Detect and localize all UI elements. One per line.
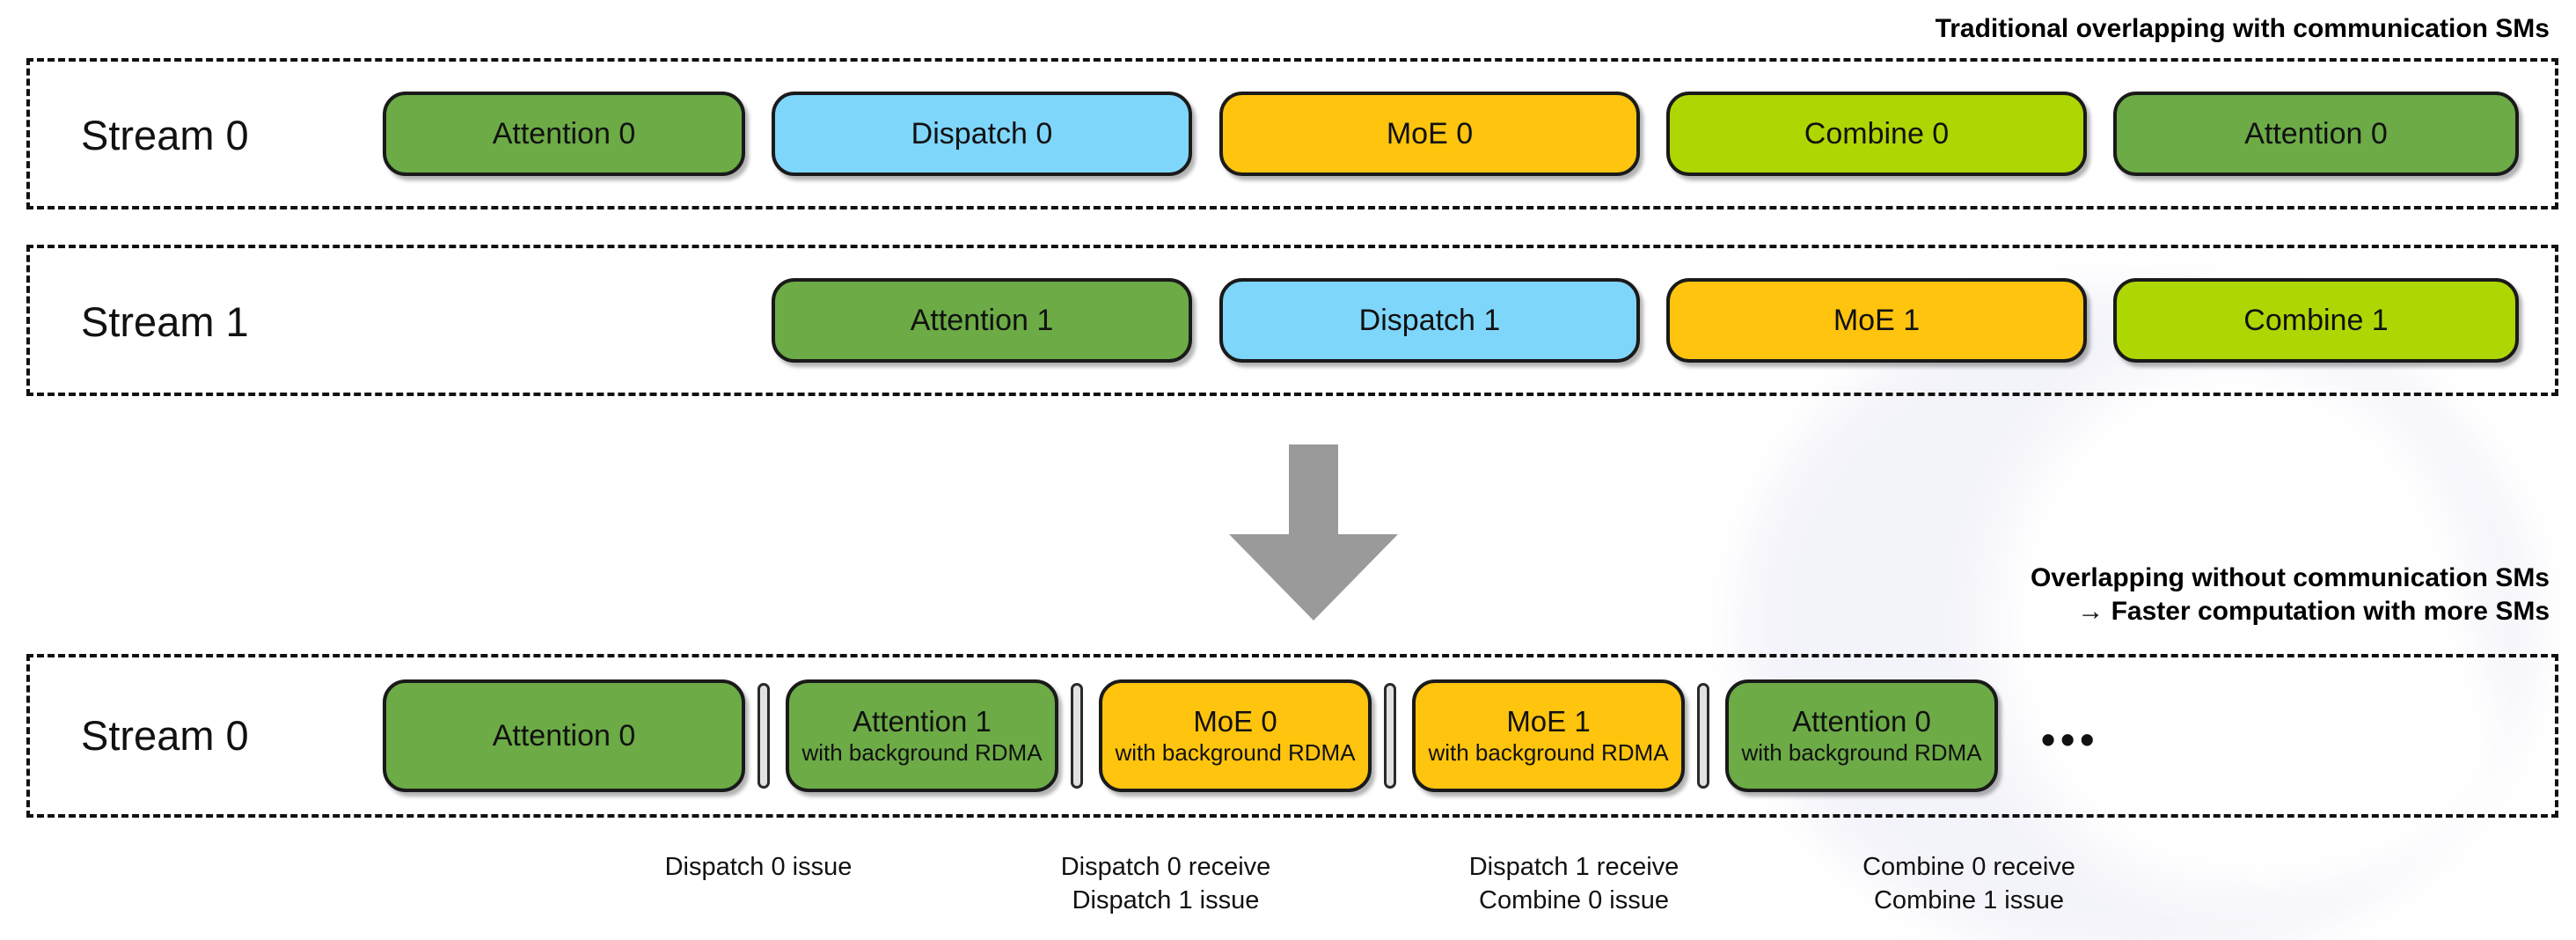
block-title: Combine 1 xyxy=(2243,303,2389,337)
heading-overlapping: Overlapping without communication SMs → … xyxy=(2031,562,2550,629)
block-dispatch-0-s0[interactable]: Dispatch 0 xyxy=(772,92,1192,176)
block-moe-0-s2[interactable]: MoE 0 with background RDMA xyxy=(1099,679,1372,792)
block-subtitle: with background RDMA xyxy=(1741,738,1982,766)
caption-dispatch-0-receive: Dispatch 0 receive Dispatch 1 issue xyxy=(1061,850,1271,918)
down-arrow-icon xyxy=(1226,444,1401,621)
heading-overlapping-line2: → Faster computation with more SMs xyxy=(2077,597,2550,627)
stream-label-2: Stream 0 xyxy=(81,712,249,759)
block-moe-1-s2[interactable]: MoE 1 with background RDMA xyxy=(1412,679,1685,792)
block-attention-0-s2[interactable]: Attention 0 xyxy=(383,679,745,792)
block-title: Combine 0 xyxy=(1804,116,1950,151)
stream-container-2 xyxy=(26,654,2558,818)
block-attention-1-s1[interactable]: Attention 1 xyxy=(772,278,1192,363)
block-title: Attention 0 xyxy=(492,116,636,151)
caption-line2: Dispatch 1 issue xyxy=(1072,886,1260,915)
caption-line2: Combine 1 issue xyxy=(1873,886,2064,915)
block-title: Dispatch 1 xyxy=(1358,303,1501,337)
block-separator-3 xyxy=(1384,683,1396,789)
caption-line1: Dispatch 0 issue xyxy=(664,853,853,881)
block-title: MoE 1 xyxy=(1506,704,1591,738)
block-subtitle: with background RDMA xyxy=(801,738,1043,766)
block-attention-0-s0[interactable]: Attention 0 xyxy=(383,92,745,176)
block-separator-1 xyxy=(757,683,770,789)
stream-label-0: Stream 0 xyxy=(81,112,249,158)
stream-container-0 xyxy=(26,58,2558,209)
stream-label-1: Stream 1 xyxy=(81,298,249,345)
caption-line2: Combine 0 issue xyxy=(1479,886,1669,915)
block-title: Dispatch 0 xyxy=(911,116,1053,151)
block-attention-1-s2[interactable]: Attention 1 with background RDMA xyxy=(786,679,1058,792)
caption-combine-0-receive: Combine 0 receive Combine 1 issue xyxy=(1862,850,2075,918)
block-title: Attention 1 xyxy=(853,704,992,738)
block-moe-1-s1[interactable]: MoE 1 xyxy=(1666,278,2087,363)
block-attention-0b-s0[interactable]: Attention 0 xyxy=(2113,92,2519,176)
block-combine-0-s0[interactable]: Combine 0 xyxy=(1666,92,2087,176)
block-separator-4 xyxy=(1697,683,1709,789)
block-title: Attention 0 xyxy=(1792,704,1931,738)
block-attention-0b-s2[interactable]: Attention 0 with background RDMA xyxy=(1725,679,1998,792)
block-dispatch-1-s1[interactable]: Dispatch 1 xyxy=(1219,278,1640,363)
ellipsis-indicator: ••• xyxy=(2041,716,2100,762)
block-title: MoE 1 xyxy=(1833,303,1921,337)
caption-dispatch-1-receive: Dispatch 1 receive Combine 0 issue xyxy=(1469,850,1680,918)
block-title: Attention 1 xyxy=(910,303,1054,337)
block-subtitle: with background RDMA xyxy=(1428,738,1669,766)
block-combine-1-s1[interactable]: Combine 1 xyxy=(2113,278,2519,363)
heading-overlapping-line1: Overlapping without communication SMs xyxy=(2030,563,2550,592)
heading-traditional: Traditional overlapping with communicati… xyxy=(1935,14,2550,43)
block-moe-0-s0[interactable]: MoE 0 xyxy=(1219,92,1640,176)
caption-line1: Combine 0 receive xyxy=(1862,853,2075,881)
block-subtitle: with background RDMA xyxy=(1115,738,1356,766)
block-title: Attention 0 xyxy=(2244,116,2388,151)
block-title: MoE 0 xyxy=(1193,704,1277,738)
stream-container-1 xyxy=(26,245,2558,396)
block-separator-2 xyxy=(1071,683,1083,789)
block-title: MoE 0 xyxy=(1386,116,1474,151)
caption-line1: Dispatch 1 receive xyxy=(1468,853,1680,881)
caption-line1: Dispatch 0 receive xyxy=(1060,853,1271,881)
caption-dispatch-0-issue: Dispatch 0 issue xyxy=(665,850,853,884)
block-title: Attention 0 xyxy=(492,718,636,753)
